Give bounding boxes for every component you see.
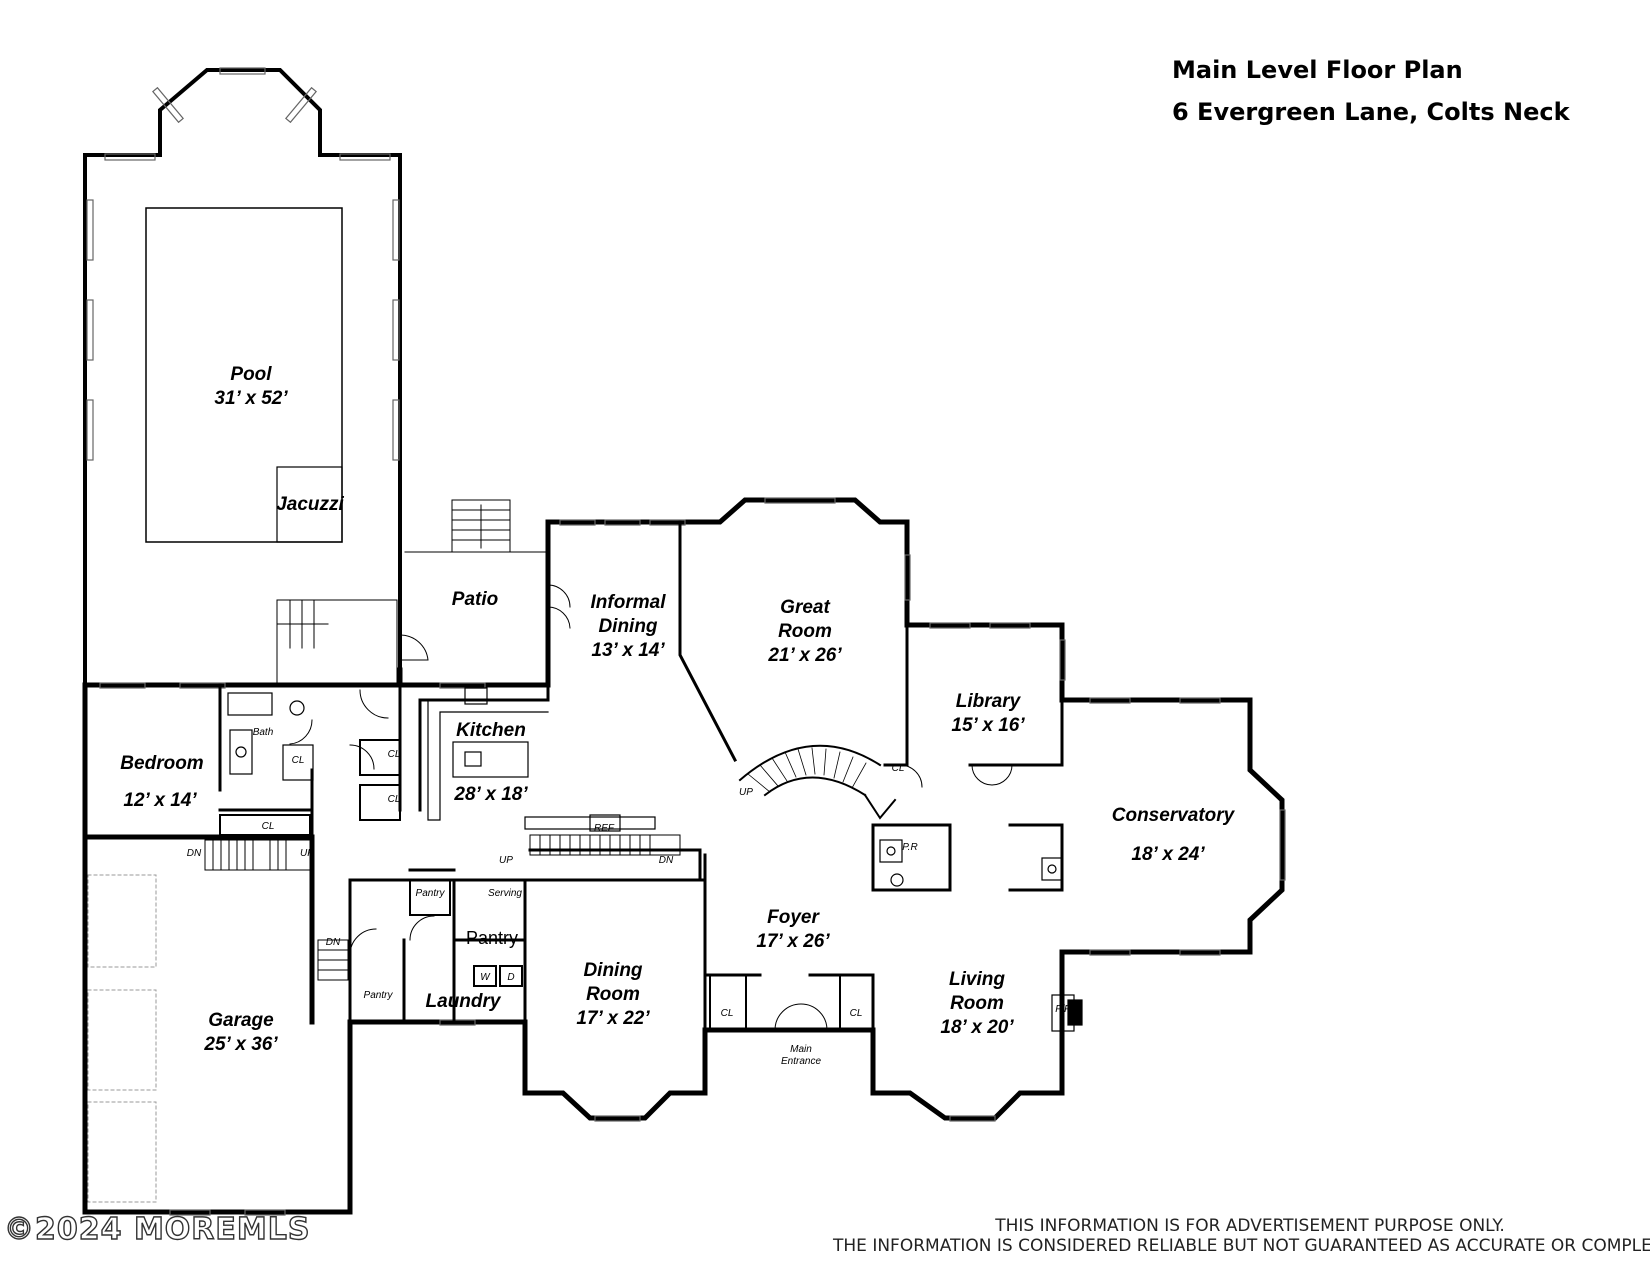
- plan-title: Main Level Floor Plan: [1172, 56, 1463, 84]
- closet-label-foyer-right: CL: [850, 1008, 863, 1019]
- pool-stairs: [276, 599, 398, 686]
- disclaimer-line-2: THE INFORMATION IS CONSIDERED RELIABLE B…: [833, 1236, 1650, 1256]
- exterior-walls: [82, 497, 1285, 1215]
- library-dims: 15’ x 16’: [951, 715, 1025, 736]
- library-label: Library: [956, 691, 1022, 712]
- kitchen-label: Kitchen: [456, 720, 526, 741]
- watermark: ©2024 MOREMLS: [3, 1211, 311, 1247]
- closet-label-hall-1: CL: [388, 749, 401, 760]
- pantry-small-label: Pantry: [416, 888, 446, 899]
- foyer-dims: 17’ x 26’: [756, 931, 830, 952]
- disclaimer-line-1: THIS INFORMATION IS FOR ADVERTISEMENT PU…: [995, 1216, 1505, 1236]
- living-room-label-2: Room: [950, 993, 1004, 1014]
- jacuzzi-outline: [276, 466, 343, 543]
- stair-dn-label-garage: DN: [326, 937, 341, 948]
- kitchen-fixtures: [427, 687, 656, 832]
- bedroom-label: Bedroom: [120, 753, 204, 774]
- stair-up-label-kitchen: UP: [499, 855, 513, 866]
- stair-up-label-left: UP: [300, 848, 314, 859]
- garage-doors: [87, 874, 157, 1203]
- dining-room-label-1: Dining: [583, 960, 642, 981]
- foyer-label: Foyer: [767, 907, 820, 928]
- garage-dims: 25’ x 36’: [203, 1034, 278, 1055]
- informal-dining-label-1: Informal: [591, 592, 667, 613]
- closet-label-foyer-left: CL: [721, 1008, 734, 1019]
- dining-room-dims: 17’ x 22’: [576, 1008, 650, 1029]
- door-swings: [289, 584, 1013, 1031]
- grand-staircase: [738, 744, 897, 820]
- powder-room-label: P.R: [902, 842, 917, 853]
- exterior-windows: [99, 497, 1286, 1216]
- dining-room-label-2: Room: [586, 984, 640, 1005]
- informal-dining-dims: 13’ x 14’: [591, 640, 665, 661]
- jacuzzi-label: Jacuzzi: [276, 494, 344, 515]
- great-room-label-2: Room: [778, 621, 832, 642]
- patio-label: Patio: [452, 589, 498, 610]
- bath-label: Bath: [253, 727, 274, 738]
- pool-label: Pool: [230, 364, 272, 385]
- closet-label-hall-2: CL: [388, 794, 401, 805]
- pool-dims: 31’ x 52’: [214, 388, 288, 409]
- pool-outline: [145, 207, 343, 543]
- great-room-dims: 21’ x 26’: [767, 645, 842, 666]
- dryer-label: D: [507, 972, 514, 983]
- refrigerator-label: REF: [594, 823, 615, 834]
- closets: [219, 739, 874, 1031]
- closet-label-bedroom: CL: [262, 821, 275, 832]
- grand-stair-up-label: UP: [739, 787, 753, 798]
- washer-label: W: [480, 972, 491, 983]
- great-room-label-1: Great: [780, 597, 830, 618]
- closet-label-bath: CL: [292, 755, 305, 766]
- conservatory-dims: 18’ x 24’: [1131, 844, 1205, 865]
- conservatory-label: Conservatory: [1112, 805, 1236, 826]
- serving-label: Serving: [488, 888, 522, 899]
- rear-stairs: [204, 834, 681, 981]
- laundry-label: Laundry: [426, 991, 502, 1012]
- stair-dn-label-left: DN: [187, 848, 202, 859]
- pool-windows: [86, 67, 400, 461]
- main-entrance-label-1: Main: [790, 1044, 812, 1055]
- patio-stairs: [404, 499, 546, 553]
- kitchen-dims: 28’ x 18’: [453, 784, 528, 805]
- garage-pantry-label: Pantry: [364, 990, 394, 1001]
- grand-staircase-treads: [747, 747, 867, 793]
- main-entrance-label-2: Entrance: [781, 1056, 821, 1067]
- informal-dining-label-2: Dining: [598, 616, 657, 637]
- pantry-label: Pantry: [466, 928, 518, 948]
- bedroom-dims: 12’ x 14’: [123, 790, 197, 811]
- property-address: 6 Evergreen Lane, Colts Neck: [1172, 98, 1570, 126]
- stair-dn-label-kitchen: DN: [659, 855, 674, 866]
- bath-fixtures: [227, 692, 1083, 1032]
- pool-enclosure-walls: [83, 68, 402, 687]
- living-room-dims: 18’ x 20’: [940, 1017, 1014, 1038]
- garage-label: Garage: [208, 1010, 274, 1031]
- closet-label-great-room: CL: [892, 763, 905, 774]
- living-room-label-1: Living: [949, 969, 1005, 990]
- fireplace-label: F/P: [1055, 1004, 1071, 1015]
